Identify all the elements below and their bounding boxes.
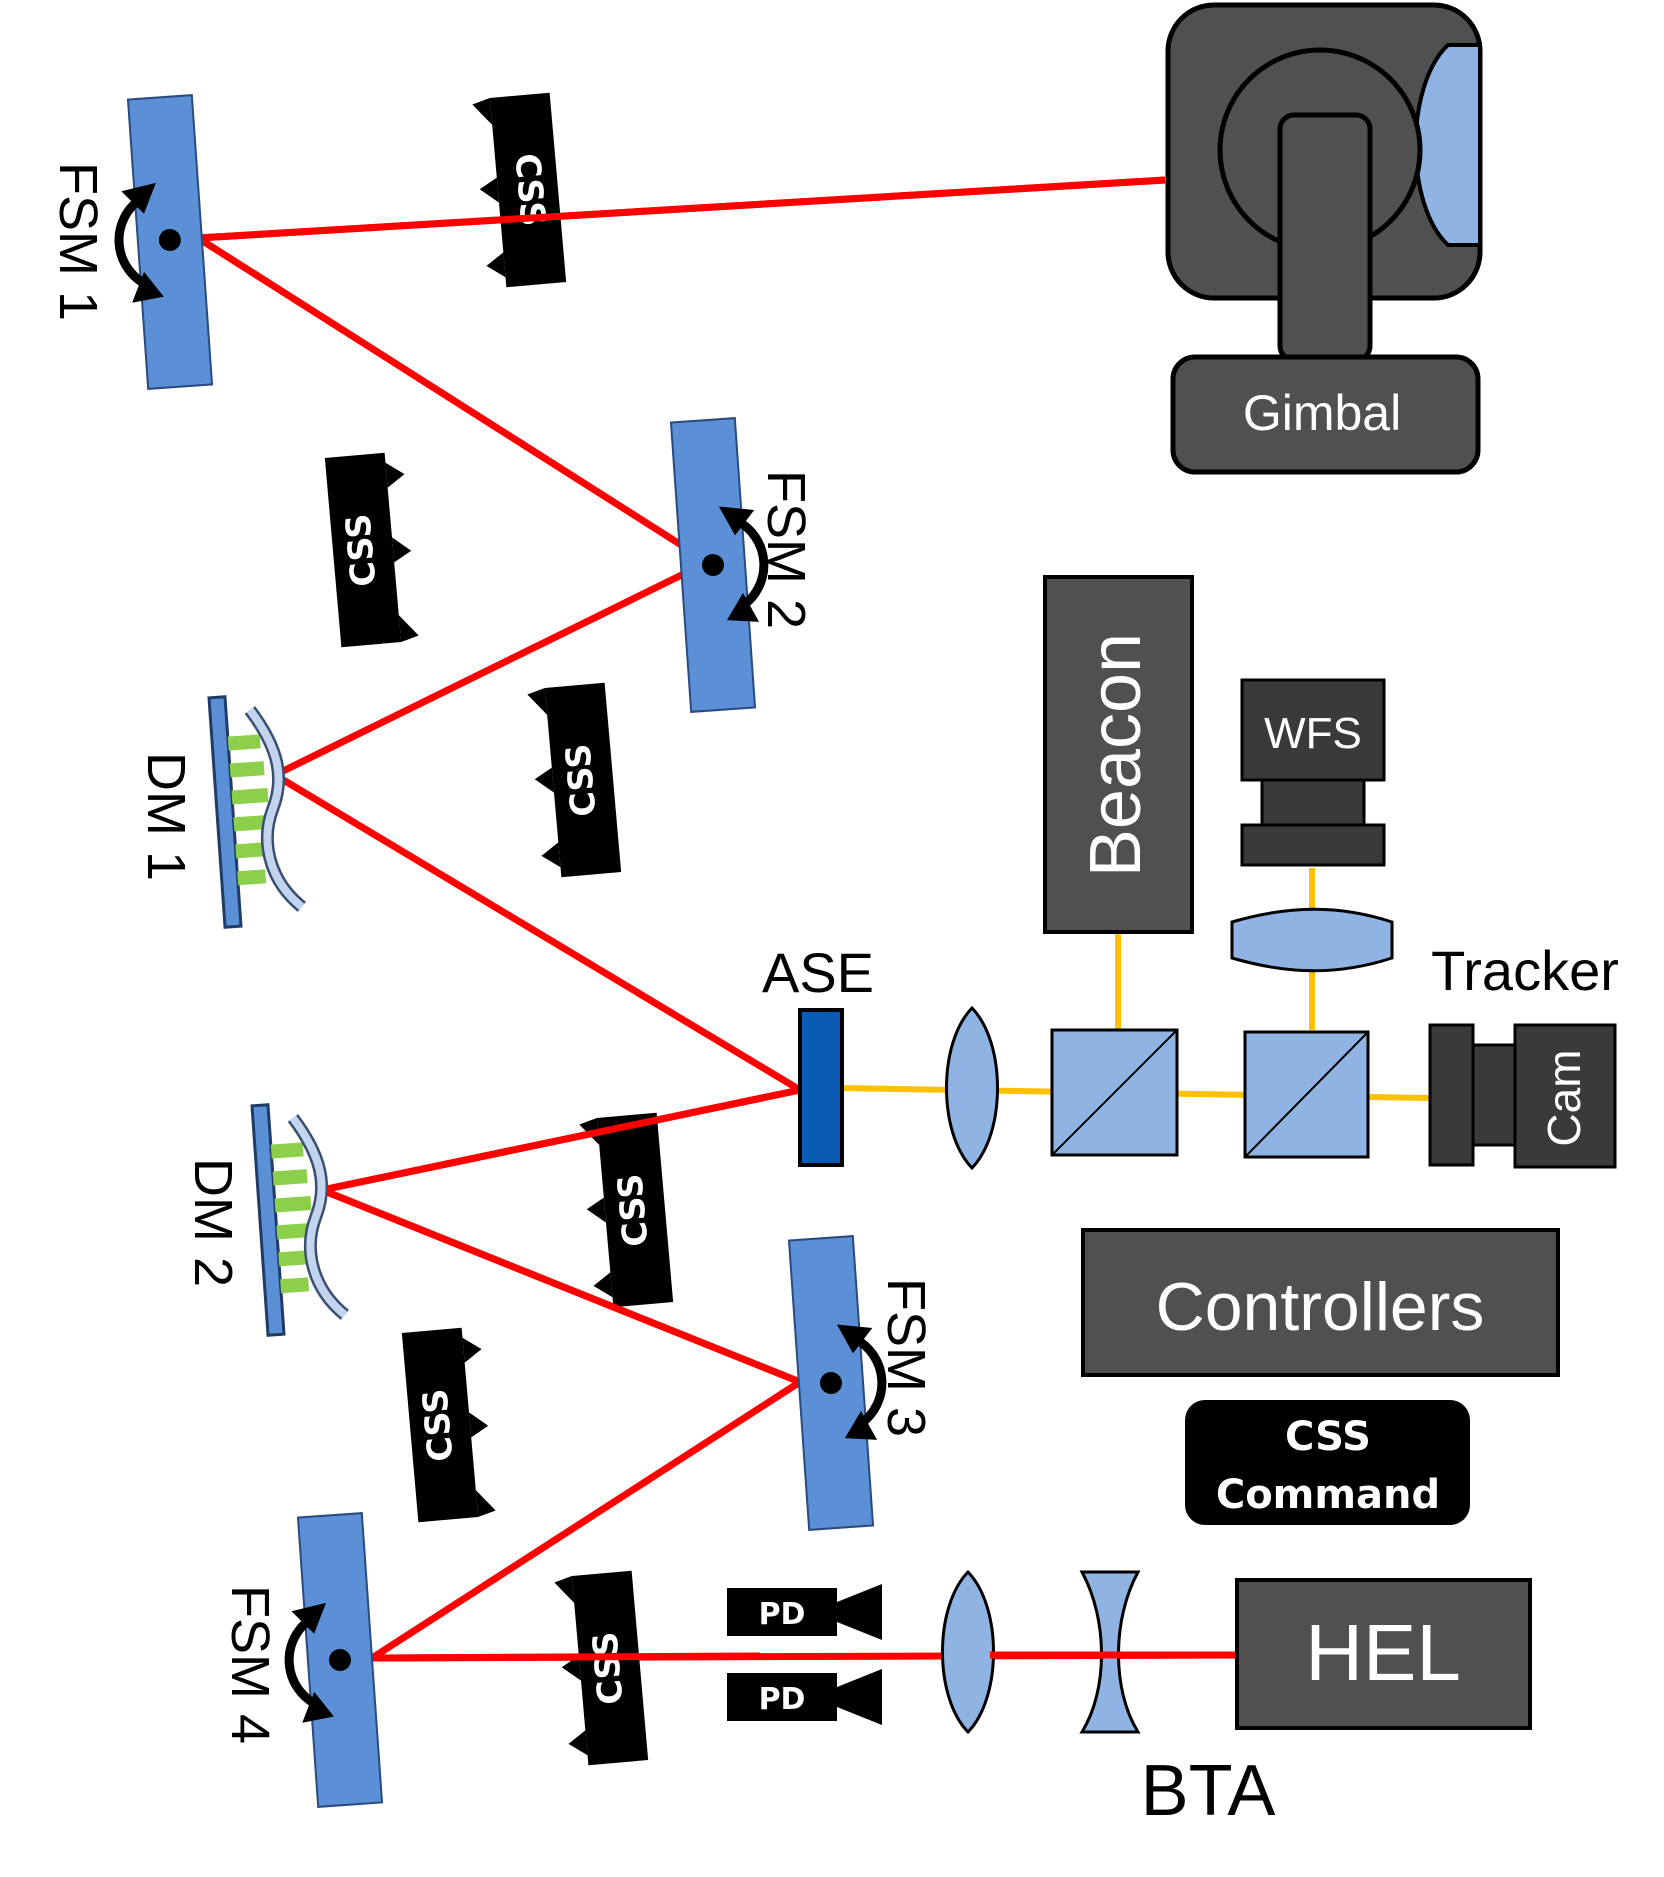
hel-beam-overlay bbox=[197, 176, 1166, 1662]
svg-text:CSS: CSS bbox=[558, 742, 604, 818]
wavefront-sensor: WFS bbox=[1240, 678, 1386, 867]
ase-source: ASE bbox=[762, 941, 874, 1167]
gimbal-telescope: Gimbal bbox=[1165, 2, 1483, 475]
bta-converging-lens bbox=[941, 1570, 995, 1734]
ase-label: ASE bbox=[762, 941, 874, 1004]
svg-text:CSS: CSS bbox=[585, 1630, 631, 1706]
fsm1-mirror bbox=[109, 94, 214, 390]
css-sensor-icon: CSS bbox=[578, 1112, 674, 1309]
beacon-label: Beacon bbox=[1076, 633, 1156, 877]
photodiode-bottom: PD bbox=[727, 1669, 882, 1725]
fsm2-label: FSM 2 bbox=[756, 470, 816, 629]
fsm1-label: FSM 1 bbox=[48, 162, 108, 321]
dm1-mirror bbox=[209, 692, 303, 927]
wfs-lens bbox=[1230, 907, 1394, 973]
svg-text:CSS: CSS bbox=[610, 1172, 656, 1248]
css-sensor-icon: CSS bbox=[401, 1326, 497, 1523]
gimbal-label: Gimbal bbox=[1243, 385, 1401, 441]
tracker-camera: Cam bbox=[1428, 1023, 1617, 1169]
dm1-label: DM 1 bbox=[136, 752, 196, 881]
cam-label: Cam bbox=[1538, 1049, 1590, 1146]
css-sensor-icon: CSS bbox=[526, 682, 622, 879]
css-sensor-icon: CSS bbox=[324, 451, 420, 648]
beacon-source: Beacon bbox=[1043, 575, 1194, 934]
wfs-label: WFS bbox=[1264, 709, 1362, 758]
fsm4-label: FSM 4 bbox=[220, 1585, 280, 1744]
fsm3-mirror bbox=[787, 1235, 892, 1531]
beam-splitter-tracker bbox=[1243, 1030, 1370, 1159]
fsm3-label: FSM 3 bbox=[876, 1278, 936, 1437]
fsm4-mirror bbox=[279, 1512, 384, 1808]
controllers-label: Controllers bbox=[1156, 1269, 1485, 1345]
photodiode-top: PD bbox=[727, 1584, 882, 1640]
css-command-line2: Command bbox=[1216, 1472, 1440, 1518]
pd-label: PD bbox=[759, 1597, 806, 1632]
controllers-box: Controllers bbox=[1081, 1228, 1560, 1377]
ase-collimating-lens bbox=[945, 1006, 999, 1170]
beam-splitter-beacon bbox=[1050, 1028, 1179, 1157]
pd-label: PD bbox=[759, 1682, 806, 1717]
css-sensor-icon: CSS bbox=[471, 92, 567, 289]
svg-text:CSS: CSS bbox=[415, 1387, 461, 1463]
tracker-label: Tracker bbox=[1431, 939, 1619, 1002]
css-command-box: CSS Command bbox=[1185, 1400, 1470, 1525]
css-sensor-icon: CSS bbox=[553, 1570, 649, 1767]
dm2-mirror bbox=[252, 1100, 346, 1335]
fsm2-mirror bbox=[669, 417, 774, 713]
bta-label: BTA bbox=[1141, 1751, 1276, 1831]
svg-text:CSS: CSS bbox=[338, 512, 384, 588]
hel-laser: HEL bbox=[1235, 1578, 1532, 1730]
hel-label: HEL bbox=[1305, 1608, 1461, 1697]
css-command-line1: CSS bbox=[1285, 1414, 1371, 1460]
dm2-label: DM 2 bbox=[183, 1158, 243, 1287]
